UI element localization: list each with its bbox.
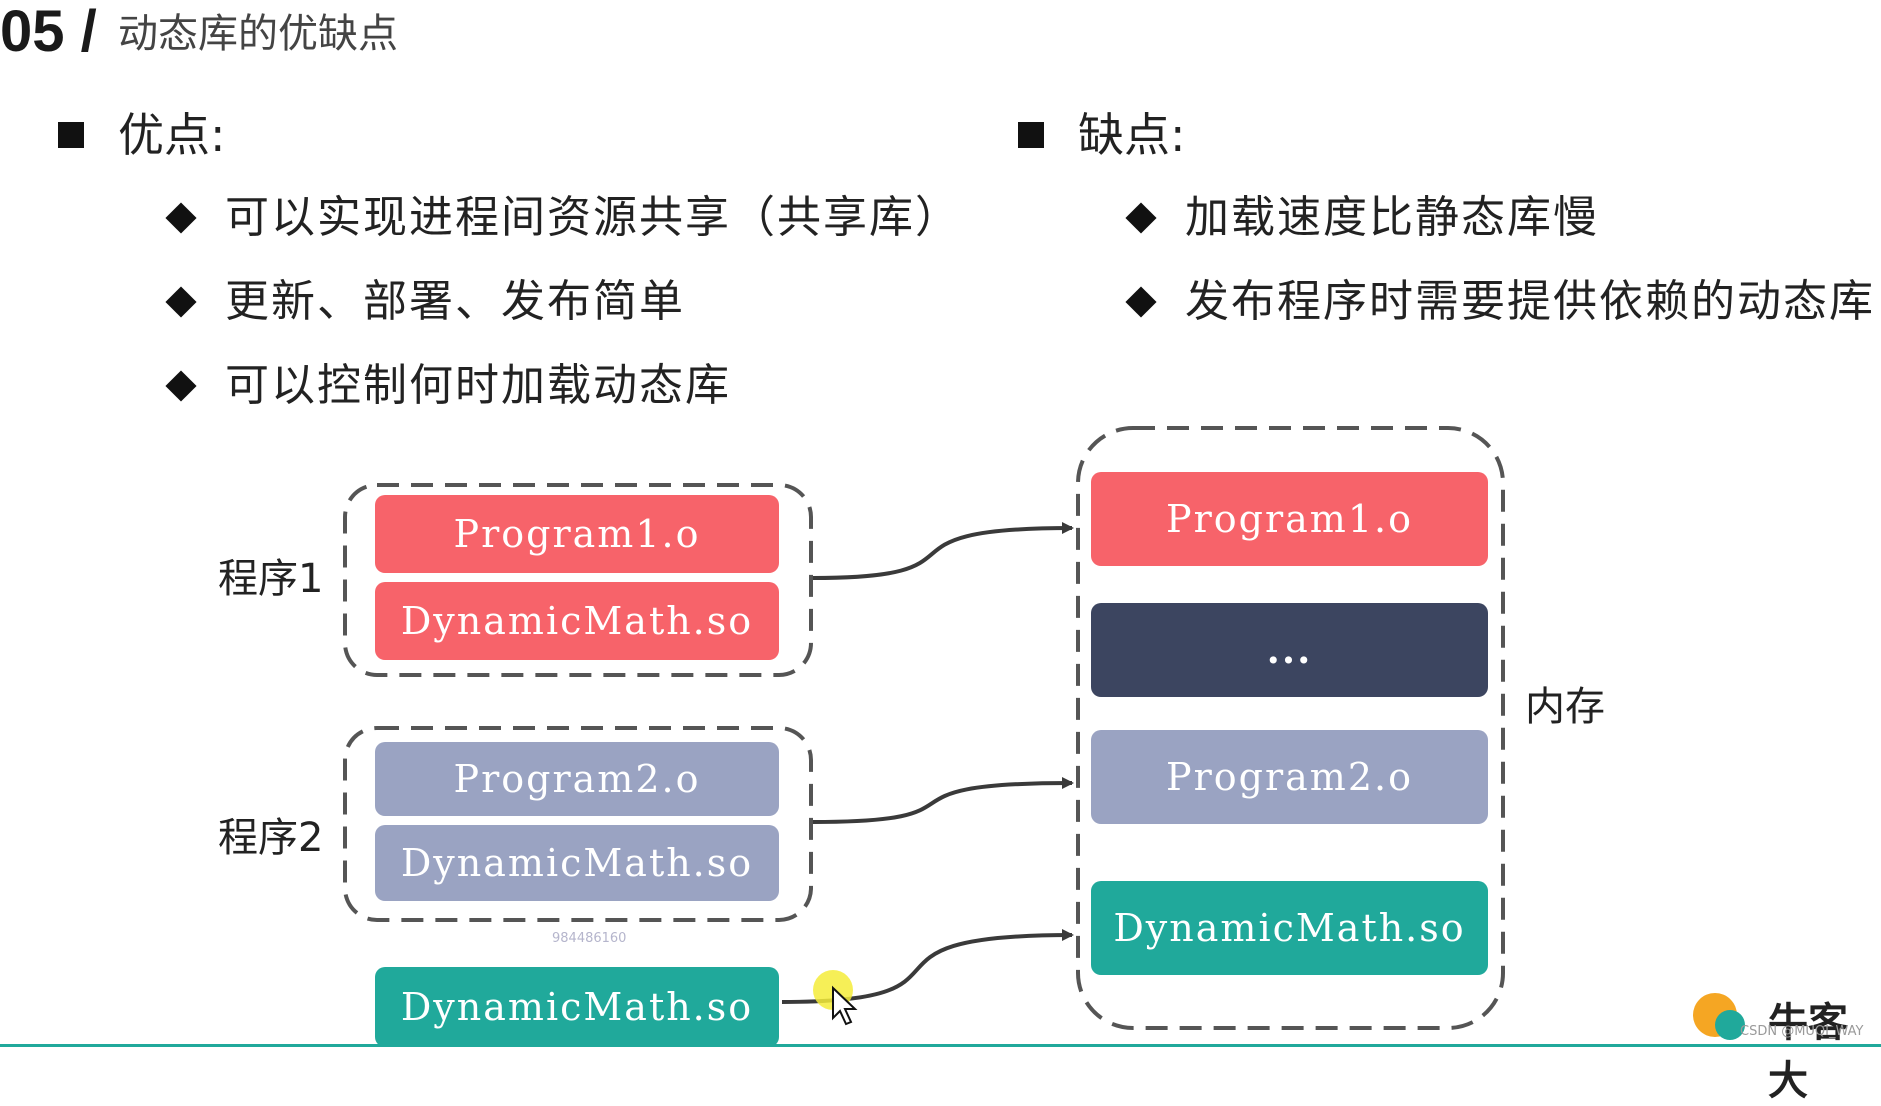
pros-square-bullet-icon xyxy=(58,122,84,148)
pros-item-1: 可以实现进程间资源共享（共享库） xyxy=(225,192,961,243)
bottom-accent-line xyxy=(0,1044,1881,1047)
memory-program1-block: Program1.o xyxy=(1091,472,1488,566)
slide-title: 动态库的优缺点 xyxy=(118,11,398,57)
cons-heading: 缺点: xyxy=(1078,108,1186,162)
cons-square-bullet-icon xyxy=(1018,122,1044,148)
program1-frame xyxy=(343,483,813,677)
program2-label: 程序2 xyxy=(218,815,324,861)
memory-label: 内存 xyxy=(1525,684,1605,730)
program1-library-block: DynamicMath.so xyxy=(375,582,779,660)
program1-object-block: Program1.o xyxy=(375,495,779,573)
arrow-library-to-memory xyxy=(781,929,1074,1004)
memory-library-block: DynamicMath.so xyxy=(1091,881,1488,975)
memory-gap-block: ... xyxy=(1091,603,1488,697)
program2-frame xyxy=(343,726,813,922)
cons-item-2: 发布程序时需要提供依赖的动态库 xyxy=(1185,276,1875,327)
shared-library-block: DynamicMath.so xyxy=(375,967,779,1047)
pros-item-2: 更新、部署、发布简单 xyxy=(225,276,685,327)
program2-library-block: DynamicMath.so xyxy=(375,825,779,901)
program1-label: 程序1 xyxy=(218,556,324,602)
pros-heading: 优点: xyxy=(118,108,226,162)
memory-program2-block: Program2.o xyxy=(1091,730,1488,824)
slide-number: 05 / xyxy=(0,0,97,64)
memory-frame xyxy=(1076,426,1505,1030)
program2-object-block: Program2.o xyxy=(375,742,779,816)
pros-item-3: 可以控制何时加载动态库 xyxy=(225,360,731,411)
cons-item-1: 加载速度比静态库慢 xyxy=(1185,192,1599,243)
video-watermark: 984486160 xyxy=(552,931,627,946)
brand-name: 牛客大 xyxy=(1768,1000,1848,1104)
mouse-cursor-icon xyxy=(832,985,858,1026)
csdn-watermark: CSDN @MUQI_WAY xyxy=(1740,1024,1864,1039)
brand-logo-accent-icon xyxy=(1715,1010,1745,1040)
arrow-program2-to-memory xyxy=(812,777,1074,824)
arrow-program1-to-memory xyxy=(812,522,1074,580)
diagram-connectors xyxy=(343,426,1505,1030)
